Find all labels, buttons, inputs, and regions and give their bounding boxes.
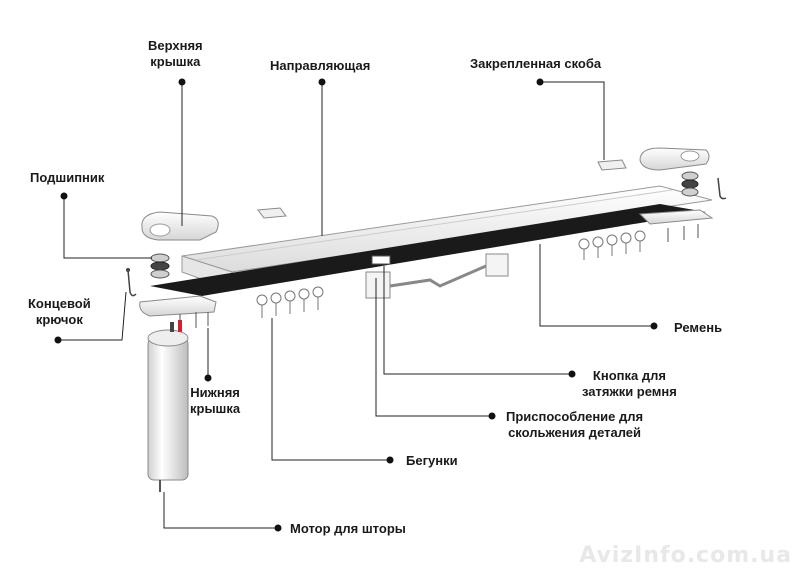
watermark: AvizInfo.com.ua [579, 543, 792, 568]
label-bearing: Подшипник [30, 170, 105, 185]
label-tension-button-line2: затяжки ремня [582, 384, 677, 399]
runners-right-group [578, 230, 646, 260]
label-slide-device-line1: Приспособление для [506, 409, 644, 424]
leader-lines [58, 81, 654, 529]
label-belt: Ремень [674, 320, 723, 335]
end-hook [126, 268, 137, 297]
label-bottom-cover-line1: Нижняя [190, 385, 240, 400]
bearing-stack [150, 253, 170, 279]
bottom-cover [139, 295, 217, 330]
label-rail: Направляющая [270, 58, 371, 73]
label-end-hook-line1: Концевой [28, 296, 91, 311]
belt-clamp-and-slider [365, 253, 509, 299]
label-end-hook: Концевой крючок [28, 296, 91, 328]
label-tension-button: Кнопка для затяжки ремня [582, 368, 677, 400]
label-fixed-bracket: Закрепленная скоба [470, 56, 602, 71]
label-slide-device: Приспособление для скольжения деталей [506, 409, 643, 441]
label-runners: Бегунки [406, 453, 458, 468]
label-tension-button-line1: Кнопка для [592, 368, 666, 383]
label-top-cover-line1: Верхняя [148, 38, 203, 53]
belt [150, 204, 706, 296]
right-end-assembly [597, 147, 727, 242]
small-bracket [257, 207, 287, 219]
label-bottom-cover-line2: крышка [190, 401, 241, 416]
label-motor: Мотор для шторы [290, 521, 406, 536]
label-top-cover: Верхняя крышка [148, 38, 203, 70]
label-end-hook-line2: крючок [35, 312, 83, 327]
top-cover-left [141, 211, 219, 241]
leader-dots [54, 78, 658, 532]
runners-left-group [256, 286, 324, 318]
rail [181, 185, 713, 291]
motor [147, 320, 189, 492]
fixed-bracket-part [597, 159, 627, 171]
label-slide-device-line2: скольжения деталей [508, 425, 642, 440]
label-bottom-cover: Нижняя крышка [190, 385, 240, 417]
label-top-cover-line2: крышка [150, 54, 201, 69]
